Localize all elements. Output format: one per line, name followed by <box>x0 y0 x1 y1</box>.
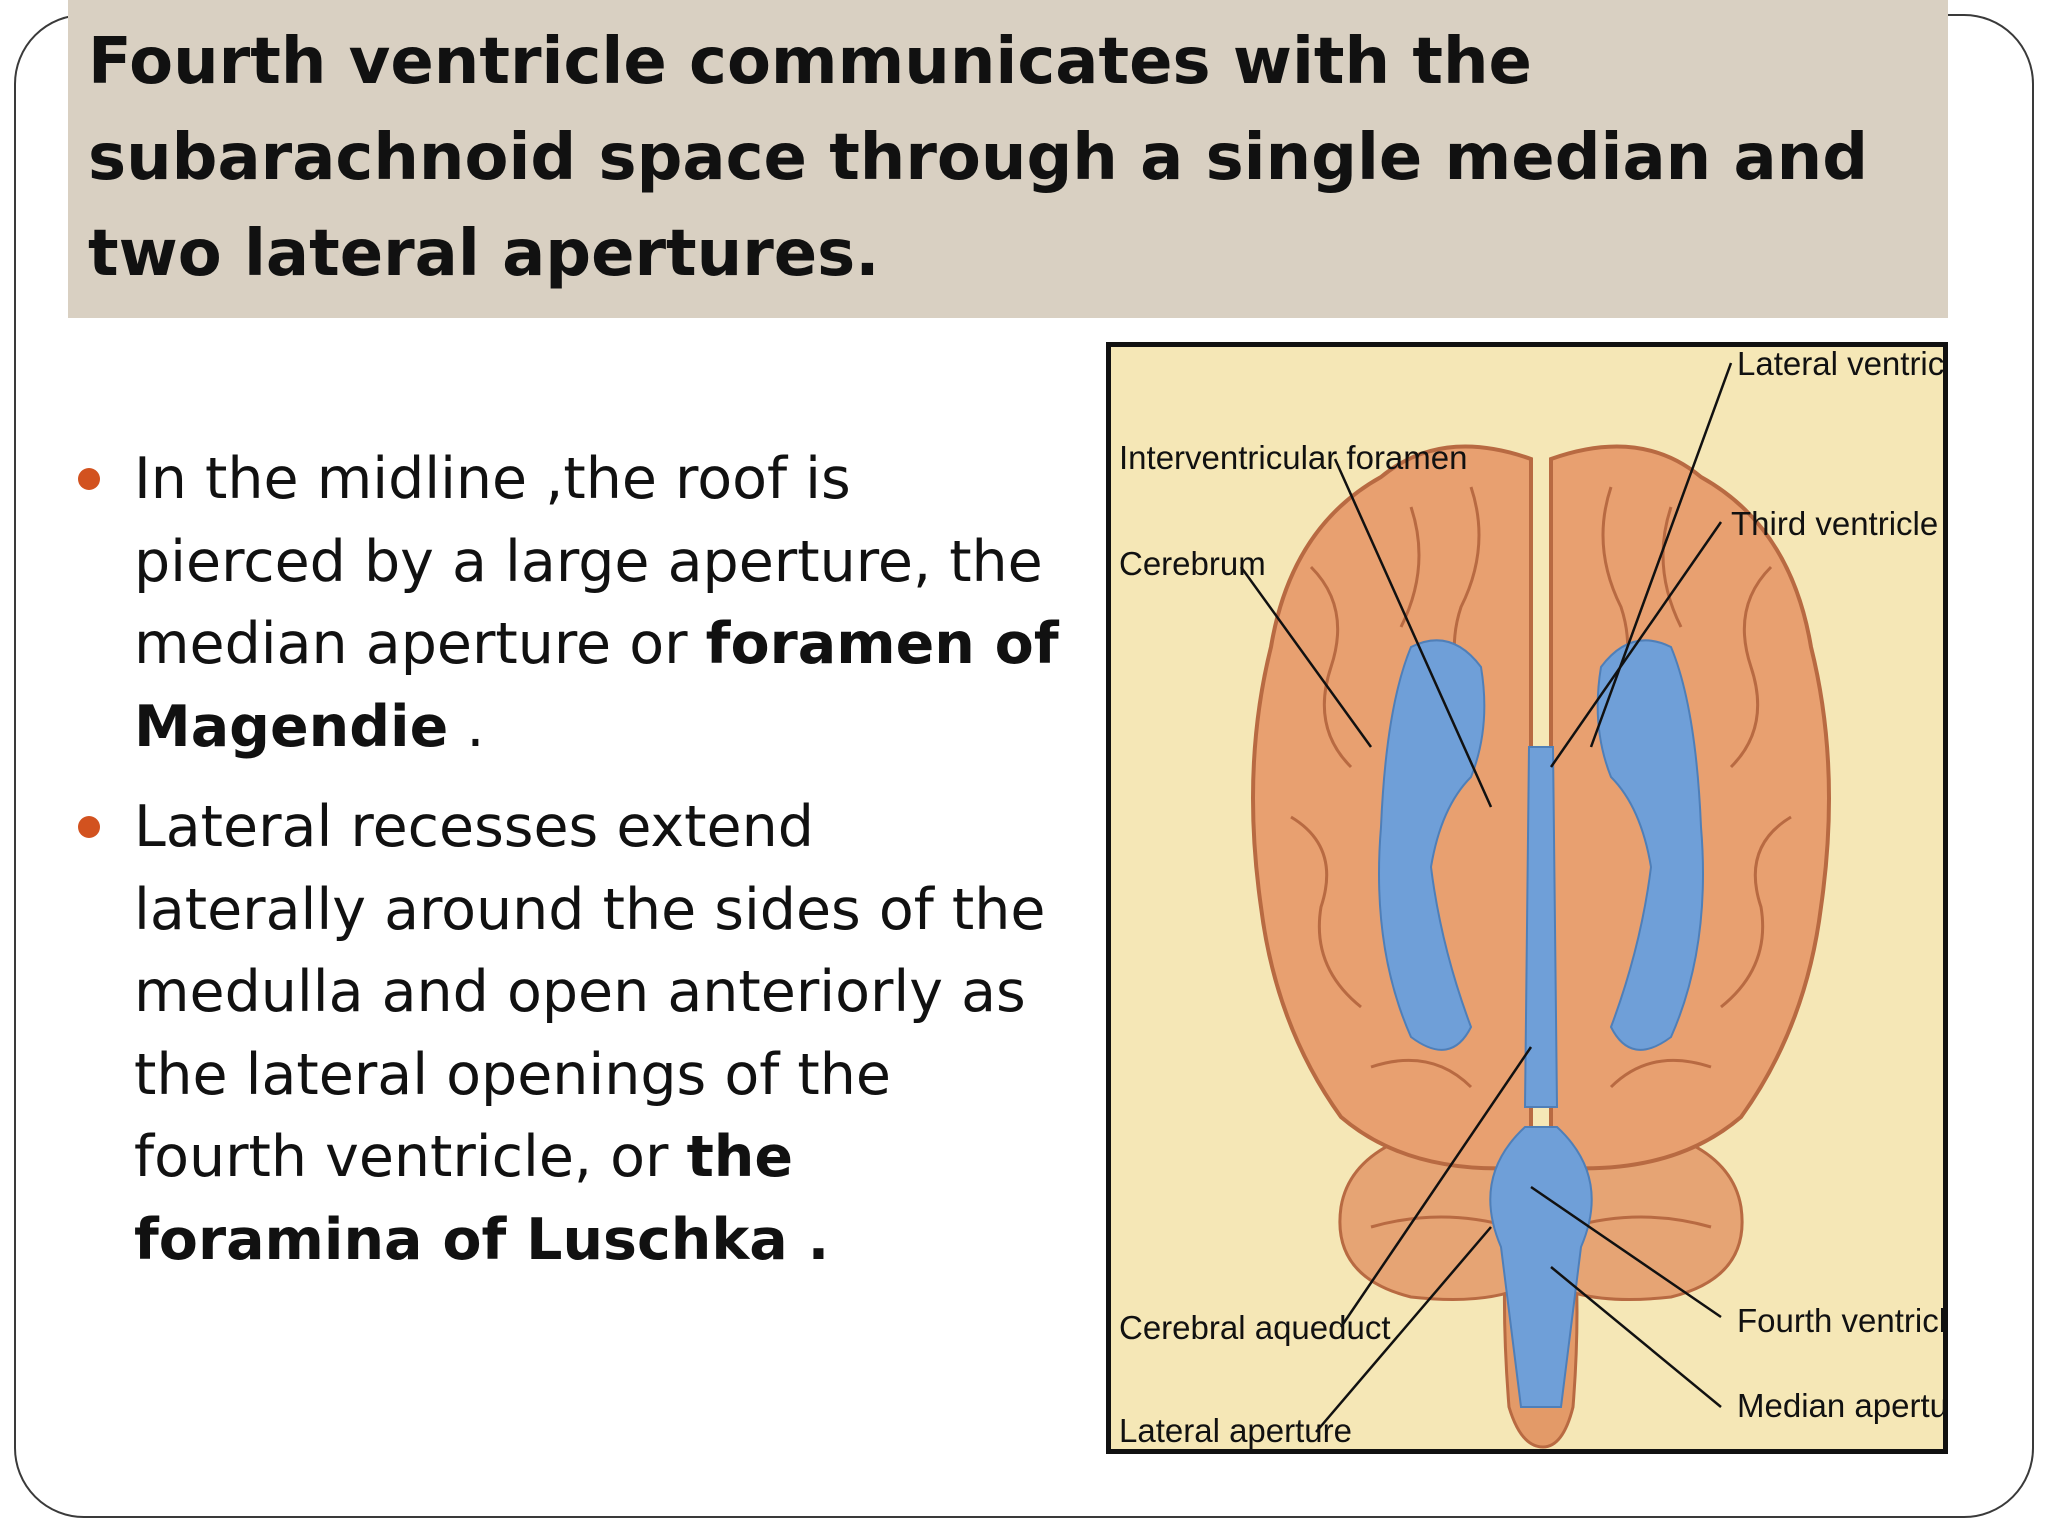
brain-illustration: Lateral ventricle Interventricular foram… <box>1119 347 1943 1449</box>
title-band <box>68 0 1948 318</box>
label-median-aperture: Median aperture <box>1737 1387 1943 1424</box>
label-third-ventricle: Third ventricle <box>1731 505 1938 542</box>
leader-lines <box>1239 362 1733 1433</box>
label-interventricular-foramen: Interventricular foramen <box>1119 439 1467 476</box>
label-fourth-ventricle: Fourth ventricle <box>1737 1302 1943 1339</box>
right-lateral-ventricle <box>1596 639 1704 1051</box>
label-lateral-aperture: Lateral aperture <box>1119 1412 1352 1449</box>
bullet-text-end: . <box>448 693 485 760</box>
ventricle-system <box>1378 639 1704 1408</box>
label-cerebrum: Cerebrum <box>1119 545 1266 582</box>
label-lateral-ventricle: Lateral ventricle <box>1737 347 1943 382</box>
slide-title: Fourth ventricle communicates with the s… <box>88 25 1869 291</box>
bullet-list: In the midline ,the roof is pierced by a… <box>70 438 1060 1299</box>
fourth-ventricle <box>1489 1126 1593 1408</box>
bullet-bold-term: the foramina of Luschka . <box>134 1124 830 1273</box>
third-ventricle <box>1523 746 1559 1108</box>
bullet-item-median-aperture: In the midline ,the roof is pierced by a… <box>70 438 1060 768</box>
label-cerebral-aqueduct: Cerebral aqueduct <box>1119 1309 1391 1346</box>
bullet-text: In the midline ,the roof is pierced by a… <box>134 446 1043 677</box>
left-lateral-ventricle <box>1378 639 1486 1051</box>
bullet-bold-term: foramen of Magendie <box>134 611 1059 760</box>
bullet-text: Lateral recesses extend laterally around… <box>134 794 1046 1190</box>
bullet-item-lateral-recesses: Lateral recesses extend laterally around… <box>70 786 1060 1281</box>
bullet-dot-icon <box>78 816 100 838</box>
brain-ventricles-figure: Lateral ventricle Interventricular foram… <box>1106 342 1948 1454</box>
bullet-dot-icon <box>78 468 100 490</box>
